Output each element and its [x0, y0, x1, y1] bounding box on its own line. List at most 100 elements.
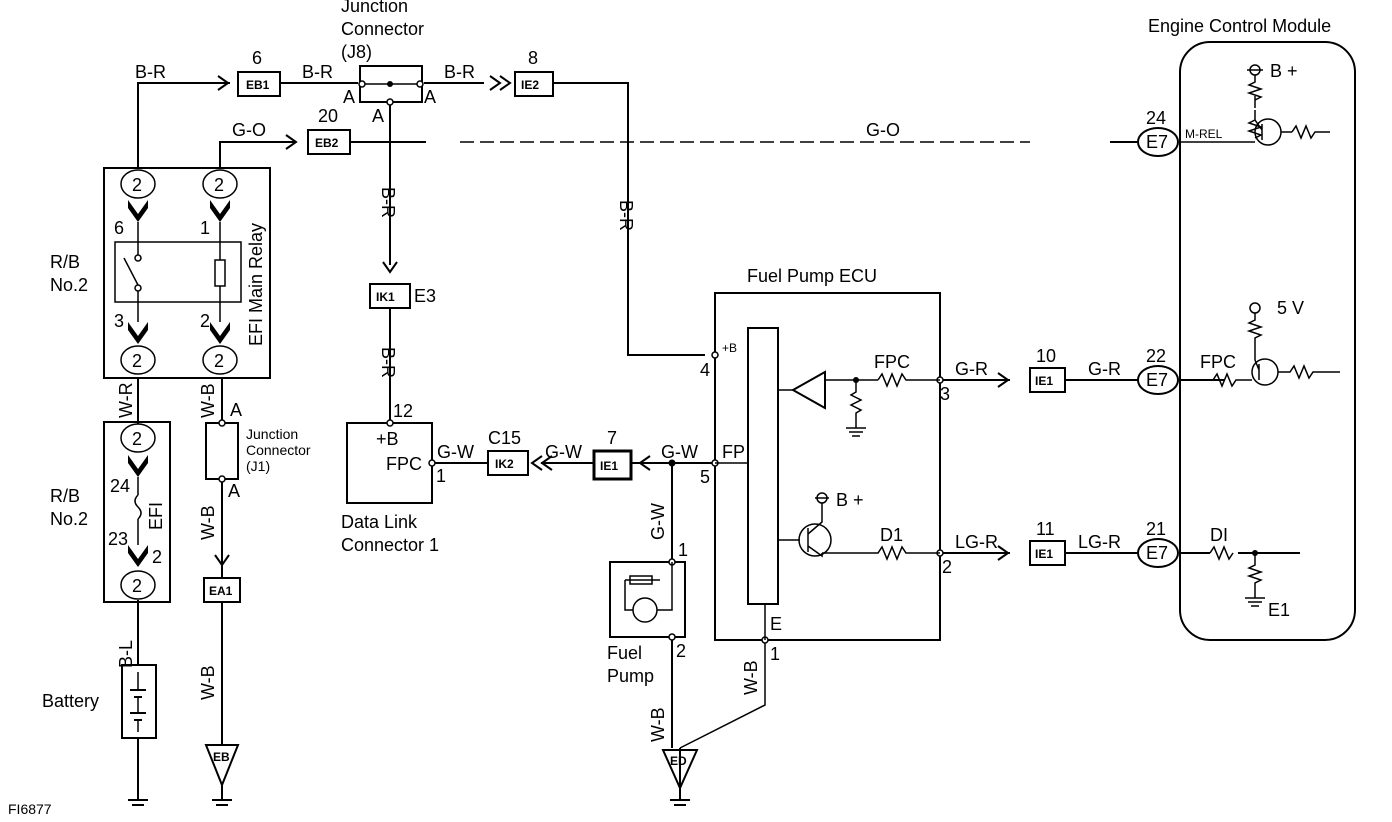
wire-label-gw-1: G-W: [437, 442, 474, 462]
svg-text:Connector: Connector: [246, 442, 311, 458]
svg-text:(J1): (J1): [246, 458, 270, 474]
wire-label-br-6: B-R: [616, 200, 636, 231]
svg-text:IE1: IE1: [600, 459, 618, 473]
svg-text:+B: +B: [376, 429, 399, 449]
rb-lower-label-2: No.2: [50, 509, 88, 529]
svg-text:8: 8: [528, 48, 538, 68]
svg-text:Junction: Junction: [246, 426, 298, 442]
svg-text:E1: E1: [1268, 600, 1290, 620]
wire-label-wr: W-R: [116, 382, 136, 418]
svg-text:FPC: FPC: [1200, 352, 1236, 372]
connector-arrows: [214, 75, 1010, 567]
figure-id: FI6877: [8, 801, 52, 817]
svg-text:M-REL: M-REL: [1185, 127, 1223, 141]
svg-text:11: 11: [1036, 519, 1055, 539]
svg-text:5: 5: [700, 467, 710, 487]
svg-text:2: 2: [214, 351, 224, 371]
svg-text:2: 2: [676, 641, 686, 661]
wire-label-br-5: B-R: [378, 347, 398, 378]
connector-ie1-10: IE1 10: [1029, 346, 1066, 393]
svg-text:7: 7: [607, 428, 617, 448]
svg-text:FPC: FPC: [874, 352, 910, 372]
svg-text:C15: C15: [488, 428, 521, 448]
rb-lower-label-1: R/B: [50, 486, 80, 506]
wires: [137, 82, 1300, 800]
efi-fuse-label: EFI: [146, 502, 166, 530]
wire-label-wb-5: W-B: [741, 660, 761, 695]
wire-label-gw-4: G-W: [648, 503, 668, 540]
j8-pin-a-left: A: [343, 87, 355, 107]
svg-text:+B: +B: [722, 341, 737, 355]
junction-connector-j1: A A Junction Connector (J1): [205, 400, 311, 501]
svg-text:IE1: IE1: [1035, 374, 1053, 388]
svg-text:12: 12: [393, 401, 413, 421]
svg-text:EB1: EB1: [246, 78, 270, 92]
wire-label-wb-1: W-B: [198, 383, 218, 418]
svg-text:2: 2: [132, 351, 142, 371]
wire-label-br-4: B-R: [378, 187, 398, 218]
connector-ea1: EA1: [203, 577, 241, 603]
ground-eb-label: EB: [213, 750, 230, 764]
svg-text:DI: DI: [1210, 525, 1228, 545]
connector-ie2: IE2 8: [514, 48, 554, 97]
wire-label-go-1: G-O: [232, 120, 266, 140]
wire-label-gr-2: G-R: [1088, 359, 1121, 379]
svg-text:23: 23: [108, 529, 128, 549]
rb-upper-label-1: R/B: [50, 252, 80, 272]
wire-label-wb-2: W-B: [198, 505, 218, 540]
fuel-pump-ecu-label: Fuel Pump ECU: [747, 266, 877, 286]
svg-text:B +: B +: [1270, 61, 1298, 81]
svg-text:1: 1: [200, 218, 210, 238]
connector-ik1: IK1 E3: [369, 283, 436, 309]
wire-label-lgr-2: LG-R: [1078, 532, 1121, 552]
fuel-pump-label-1: Fuel: [607, 643, 642, 663]
wire-label-br-2: B-R: [302, 62, 333, 82]
j8-pin-a-right: A: [424, 87, 436, 107]
battery: [121, 664, 157, 739]
dlc-label-2: Connector 1: [341, 535, 439, 555]
j8-label-line3: (J8): [341, 42, 372, 62]
svg-text:E7: E7: [1146, 543, 1168, 563]
svg-text:3: 3: [940, 384, 950, 404]
j8-label-line2: Connector: [341, 19, 424, 39]
svg-text:2: 2: [200, 311, 210, 331]
svg-text:E7: E7: [1146, 132, 1168, 152]
wire-label-go-2: G-O: [866, 120, 900, 140]
svg-text:2: 2: [942, 557, 952, 577]
wire-label-gw-2: G-W: [545, 442, 582, 462]
wire-label-wb-4: W-B: [648, 707, 668, 742]
engine-control-module: E7 E7 E7 24 22 21 B + M-REL 5 V FPC DI E…: [1137, 41, 1356, 641]
rb-upper-label-2: No.2: [50, 275, 88, 295]
svg-text:1: 1: [436, 466, 446, 486]
svg-text:2: 2: [214, 175, 224, 195]
svg-text:IE2: IE2: [521, 78, 539, 92]
relay-block-lower: 2 2 24 23 2 EFI: [103, 421, 171, 603]
svg-text:E7: E7: [1146, 370, 1168, 390]
svg-text:2: 2: [152, 547, 162, 567]
svg-text:EB2: EB2: [315, 136, 339, 150]
relay-block-upper: 2 2 2 2 6 1 3 2 EFI Main Relay: [103, 167, 271, 379]
wire-label-wb-3: W-B: [198, 665, 218, 700]
svg-text:6: 6: [114, 218, 124, 238]
connector-ik2: IK2 C15: [487, 428, 529, 476]
svg-text:FPC: FPC: [386, 454, 422, 474]
efi-main-relay-label: EFI Main Relay: [246, 223, 266, 346]
svg-text:FP: FP: [722, 442, 745, 462]
connector-ie1-7: IE1 7: [592, 428, 633, 481]
wire-label-lgr-1: LG-R: [955, 532, 998, 552]
svg-text:3: 3: [114, 311, 124, 331]
svg-text:2: 2: [132, 429, 142, 449]
ecm-label: Engine Control Module: [1148, 16, 1331, 36]
svg-text:2: 2: [132, 576, 142, 596]
wire-label-gr-1: G-R: [955, 359, 988, 379]
fuel-pump-ecu: +B 4 FP 5 E 1 FPC 3 B + D1 2: [700, 292, 952, 664]
data-link-connector-1: 12 +B FPC 1: [346, 401, 446, 504]
svg-text:E: E: [770, 614, 782, 634]
j8-pin-a-bottom: A: [372, 106, 384, 126]
wire-label-bl: B-L: [116, 640, 136, 668]
junction-connector-j8: Junction Connector (J8) A A A: [341, 0, 436, 126]
svg-text:1: 1: [678, 540, 688, 560]
svg-text:A: A: [230, 400, 242, 420]
svg-text:24: 24: [110, 476, 130, 496]
svg-text:5 V: 5 V: [1277, 298, 1304, 318]
